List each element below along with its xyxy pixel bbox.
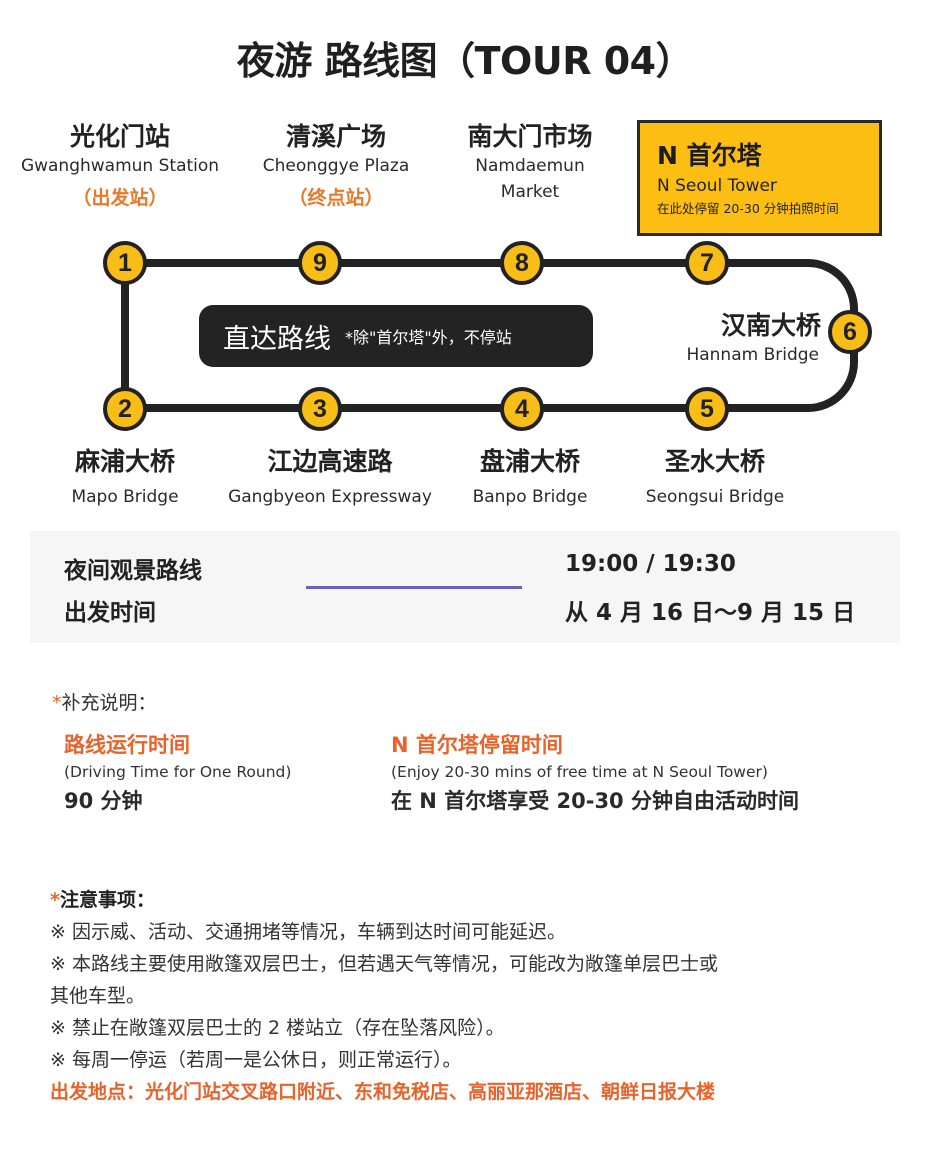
stop-label-seongsui: 圣水大桥 Seongsui Bridge — [625, 446, 805, 510]
stop-label-gangbyeon: 江边高速路 Gangbyeon Expressway — [210, 446, 450, 510]
stop-badge-9[interactable]: 9 — [298, 241, 342, 285]
driving-time-subtitle: (Driving Time for One Round) — [64, 763, 292, 781]
tower-stay-subtitle: (Enjoy 20-30 mins of free time at N Seou… — [391, 763, 768, 781]
route-line-top — [124, 259, 724, 267]
stop-name-en: Mapo Bridge — [71, 487, 179, 507]
notice-item: ※ 每周一停运（若周一是公休日，则正常运行）。 — [50, 1049, 462, 1071]
tower-stop-note: 在此处停留 20-30 分钟拍照时间 — [657, 201, 839, 216]
end-station-tag: （终点站） — [288, 187, 384, 209]
stop-name-zh: 江边高速路 — [267, 447, 393, 476]
stop-name-zh: 汉南大桥 — [720, 311, 821, 340]
page-title: 夜游 路线图（TOUR 04） — [236, 39, 694, 83]
asterisk: * — [52, 692, 62, 714]
supplement-heading: *补充说明： — [52, 688, 157, 715]
stop-name-en-line2: Market — [500, 182, 560, 202]
notices-heading: *注意事项： — [50, 884, 900, 916]
asterisk: * — [50, 889, 60, 911]
stop-badge-5[interactable]: 5 — [685, 387, 729, 431]
driving-time-value: 90 分钟 — [64, 789, 143, 813]
stop-name-en: Banpo Bridge — [472, 487, 588, 507]
driving-time-title: 路线运行时间 — [64, 733, 190, 757]
stop-badge-6[interactable]: 6 — [828, 310, 872, 354]
direct-route-pill: 直达路线 *除"首尔塔"外，不停站 — [199, 305, 593, 367]
departure-schedule: 夜间观景路线 出发时间 19:00 / 19:30 从 4 月 16 日～9 月… — [30, 531, 900, 643]
notices-heading-text: 注意事项： — [59, 889, 155, 911]
supplement-heading-text: 补充说明： — [61, 692, 157, 714]
stop-name-en: Gangbyeon Expressway — [228, 487, 432, 507]
stop-name-en: Seongsui Bridge — [645, 487, 785, 507]
stop-name-zh: 光化门站 — [69, 122, 170, 151]
notice-item: ※ 因示威、活动、交通拥堵等情况，车辆到达时间可能延迟。 — [50, 921, 566, 943]
tower-stay-title: N 首尔塔停留时间 — [391, 733, 563, 757]
notices-section: *注意事项： ※ 因示威、活动、交通拥堵等情况，车辆到达时间可能延迟。 ※ 本路… — [50, 884, 900, 1108]
schedule-label-1: 夜间观景路线 — [64, 558, 202, 584]
notice-item: ※ 禁止在敞篷双层巴士的 2 楼站立（存在坠落风险）。 — [50, 1017, 505, 1039]
operating-period: 从 4 月 16 日～9 月 15 日 — [565, 600, 856, 626]
stop-name-en: Cheonggye Plaza — [262, 156, 410, 176]
route-line-left — [121, 262, 129, 408]
direct-route-note: *除"首尔塔"外，不停站 — [345, 328, 512, 347]
stop-label-hannam: 汉南大桥 Hannam Bridge — [660, 310, 825, 368]
driving-time-block: 路线运行时间 (Driving Time for One Round) 90 分… — [64, 730, 291, 818]
stop-badge-3[interactable]: 3 — [298, 387, 342, 431]
n-seoul-tower-box: N 首尔塔 N Seoul Tower 在此处停留 20-30 分钟拍照时间 — [637, 120, 882, 236]
direct-route-label: 直达路线 — [223, 323, 331, 355]
stop-name-en: N Seoul Tower — [657, 176, 777, 196]
stop-label-gwanghwamun: 光化门站 Gwanghwamun Station （出发站） — [0, 121, 240, 213]
departure-locations: 出发地点：光化门站交叉路口附近、东和免税店、高丽亚那酒店、朝鲜日报大楼 — [50, 1081, 716, 1103]
stop-name-en: Gwanghwamun Station — [20, 156, 220, 176]
stop-name-zh: 南大门市场 — [467, 122, 593, 151]
tower-stay-value: 在 N 首尔塔享受 20-30 分钟自由活动时间 — [391, 789, 799, 813]
schedule-label-2: 出发时间 — [64, 600, 156, 626]
schedule-divider — [306, 586, 522, 589]
stop-label-banpo: 盘浦大桥 Banpo Bridge — [450, 446, 610, 510]
stop-label-namdaemun: 南大门市场 Namdaemun Market — [440, 121, 620, 205]
notice-item: ※ 本路线主要使用敞篷双层巴士，但若遇天气等情况，可能改为敞篷单层巴士或 — [50, 953, 718, 975]
stop-badge-7[interactable]: 7 — [685, 241, 729, 285]
notice-item: 其他车型。 — [50, 985, 146, 1007]
stop-label-cheonggye: 清溪广场 Cheonggye Plaza （终点站） — [236, 121, 436, 213]
stop-name-zh: N 首尔塔 — [657, 141, 762, 170]
stop-label-mapo: 麻浦大桥 Mapo Bridge — [40, 446, 210, 510]
route-line-bottom — [124, 404, 724, 412]
stop-badge-8[interactable]: 8 — [500, 241, 544, 285]
stop-name-zh: 麻浦大桥 — [74, 447, 175, 476]
stop-badge-4[interactable]: 4 — [500, 387, 544, 431]
stop-name-zh: 清溪广场 — [285, 122, 386, 151]
departure-times: 19:00 / 19:30 — [565, 551, 736, 577]
stop-name-zh: 盘浦大桥 — [479, 447, 580, 476]
tower-stay-block: N 首尔塔停留时间 (Enjoy 20-30 mins of free time… — [391, 730, 799, 818]
stop-badge-2[interactable]: 2 — [103, 387, 147, 431]
stop-name-en-line1: Namdaemun — [475, 156, 585, 176]
stop-name-en: Hannam Bridge — [686, 345, 819, 365]
stop-name-zh: 圣水大桥 — [664, 447, 765, 476]
stop-badge-1[interactable]: 1 — [103, 241, 147, 285]
start-station-tag: （出发站） — [72, 187, 168, 209]
